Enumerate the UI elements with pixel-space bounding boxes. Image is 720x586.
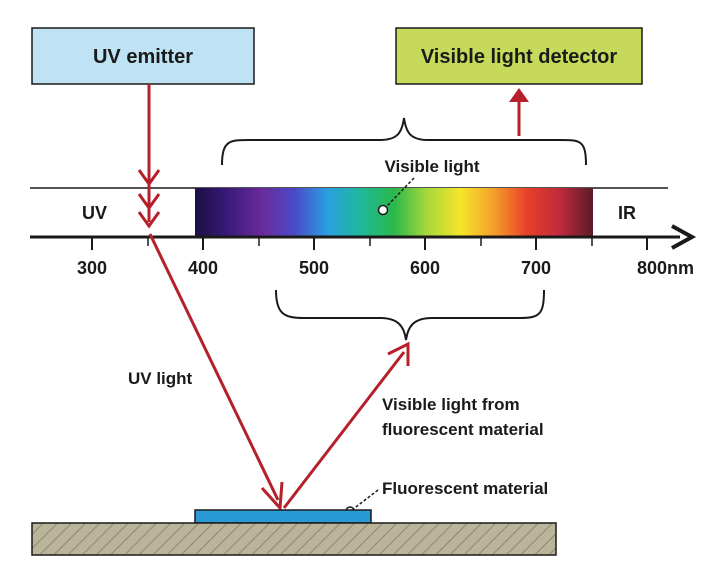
emitted-visible-arrowhead	[387, 341, 410, 366]
light-arrows	[137, 84, 529, 512]
visible-light-detector-box: Visible light detector	[395, 27, 643, 85]
fluorescent-material-label: Fluorescent material	[382, 479, 548, 498]
uv-ray-chevron-3	[137, 211, 161, 229]
visible-from-label-line1: Visible light from	[382, 395, 520, 414]
visible-light-dot	[377, 204, 389, 216]
axis-arrow-icon	[671, 224, 697, 250]
visible-light-label: Visible light	[384, 157, 479, 176]
fluorescent-material-pointer	[351, 489, 379, 511]
fluorescence-brace-bottom	[275, 289, 545, 341]
axis-tick-label: 300	[77, 258, 107, 278]
detector-arrowhead	[509, 88, 529, 102]
uv-incident-arrowhead	[260, 481, 284, 512]
visible-from-label-line2: fluorescent material	[382, 420, 544, 439]
uv-ray-chevron-2	[137, 193, 161, 211]
axis-tick-label: 600	[410, 258, 440, 278]
axis-tick-label: 500	[299, 258, 329, 278]
visible-light-pointer	[385, 177, 415, 208]
visible-spectrum-gradient	[195, 188, 593, 236]
uv-light-label: UV light	[128, 369, 193, 388]
spectrum-band: UV IR 300 400 500 600 700 800nm	[30, 187, 697, 278]
ground-base	[31, 522, 557, 556]
uv-incident-ray	[148, 233, 280, 501]
axis-ticks: 300 400 500 600 700 800nm	[77, 237, 694, 278]
axis-tick-label: 800nm	[637, 258, 694, 278]
axis-tick-label: 700	[521, 258, 551, 278]
emitted-visible-ray	[282, 351, 406, 509]
uv-emitter-label: UV emitter	[93, 46, 193, 68]
ir-band-label: IR	[618, 203, 636, 223]
uv-band-label: UV	[82, 203, 107, 223]
visible-light-detector-label: Visible light detector	[421, 46, 618, 68]
fluorescent-material-strip	[194, 509, 372, 524]
axis-tick-label: 400	[188, 258, 218, 278]
visible-light-brace-top	[221, 117, 587, 166]
uv-ray-chevron-1	[137, 169, 161, 187]
uv-emitter-box: UV emitter	[31, 27, 255, 85]
